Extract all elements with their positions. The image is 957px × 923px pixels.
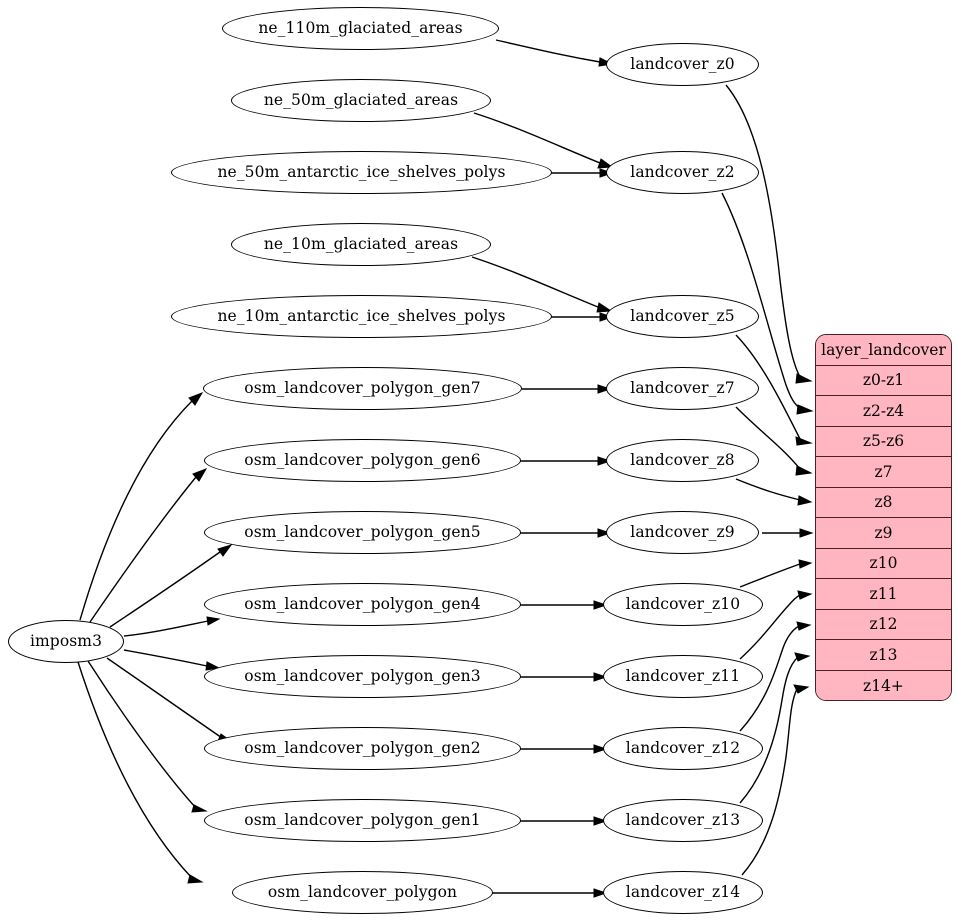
node-label: osm_landcover_polygon_gen1 (244, 810, 481, 829)
layer-row-z11[interactable]: z11 (816, 579, 951, 610)
node-ne-50m-antarctic-ice-shelves-polys[interactable]: ne_50m_antarctic_ice_shelves_polys (171, 151, 552, 194)
node-osm-landcover-polygon-gen5[interactable]: osm_landcover_polygon_gen5 (204, 511, 521, 554)
edge-z10-to-row-z10 (739, 559, 813, 588)
node-landcover-z9[interactable]: landcover_z9 (606, 511, 759, 554)
node-label: landcover_z7 (630, 378, 735, 397)
edge-imposm3-to-gen5 (109, 544, 233, 628)
node-label: landcover_z13 (625, 810, 741, 829)
node-imposm3-label: imposm3 (29, 631, 103, 650)
layer-row-z14plus[interactable]: z14+ (816, 670, 951, 700)
edge-polygon-to-z14 (492, 888, 608, 898)
node-ne-50m-glaciated-areas[interactable]: ne_50m_glaciated_areas (231, 79, 491, 122)
node-osm-landcover-polygon-gen2[interactable]: osm_landcover_polygon_gen2 (204, 727, 521, 770)
layer-row-z2-z4[interactable]: z2-z4 (816, 396, 951, 427)
node-landcover-z13[interactable]: landcover_z13 (603, 799, 763, 842)
edge-ne10m-ant-to-z5 (551, 312, 614, 322)
layer-row-z0-z1[interactable]: z0-z1 (816, 365, 951, 396)
node-label: ne_10m_glaciated_areas (263, 234, 459, 253)
edge-gen2-to-z12 (520, 744, 608, 754)
node-osm-landcover-polygon[interactable]: osm_landcover_polygon (232, 871, 493, 914)
node-label: landcover_z8 (630, 450, 735, 469)
node-osm-landcover-polygon-gen4[interactable]: osm_landcover_polygon_gen4 (204, 583, 521, 626)
edge-gen4-to-z10 (520, 600, 608, 610)
node-osm-landcover-polygon-gen1[interactable]: osm_landcover_polygon_gen1 (204, 799, 521, 842)
layer-row-z13[interactable]: z13 (816, 640, 951, 671)
edge-ne50m-ant-to-z2 (551, 168, 614, 178)
layer-row-z10[interactable]: z10 (816, 548, 951, 579)
edge-gen3-to-z11 (520, 672, 608, 682)
edge-gen1-to-z13 (520, 816, 608, 826)
edge-gen6-to-z8 (520, 456, 612, 466)
node-label: ne_110m_glaciated_areas (258, 18, 463, 37)
node-label: landcover_z14 (625, 882, 741, 901)
node-landcover-z2[interactable]: landcover_z2 (606, 151, 759, 194)
edge-imposm3-to-gen7 (79, 392, 204, 621)
edge-imposm3-to-polygon (77, 661, 204, 884)
edge-imposm3-to-gen1 (87, 660, 208, 813)
node-landcover-z7[interactable]: landcover_z7 (606, 367, 759, 410)
node-landcover-z0[interactable]: landcover_z0 (606, 43, 759, 86)
edge-z9-to-row-z9 (762, 528, 814, 538)
node-label: ne_50m_glaciated_areas (263, 90, 459, 109)
node-label: landcover_z9 (630, 522, 735, 541)
node-label: landcover_z11 (625, 666, 741, 685)
node-landcover-z10[interactable]: landcover_z10 (603, 583, 763, 626)
node-landcover-z12[interactable]: landcover_z12 (603, 727, 763, 770)
edge-z14-to-row-z14plus (741, 684, 810, 876)
node-label: landcover_z10 (625, 594, 741, 613)
edge-z0-to-row-z0z1 (725, 84, 813, 384)
node-label: osm_landcover_polygon_gen3 (244, 666, 481, 685)
node-label: osm_landcover_polygon_gen7 (244, 378, 481, 397)
node-imposm3[interactable]: imposm3 (8, 620, 124, 663)
node-label: ne_10m_antarctic_ice_shelves_polys (217, 306, 506, 325)
layer-row-z7[interactable]: z7 (816, 457, 951, 488)
node-label: osm_landcover_polygon_gen4 (244, 594, 481, 613)
layer-row-z9[interactable]: z9 (816, 518, 951, 549)
node-ne-110m-glaciated-areas[interactable]: ne_110m_glaciated_areas (222, 7, 499, 50)
layer-row-z12[interactable]: z12 (816, 609, 951, 640)
node-landcover-z5[interactable]: landcover_z5 (606, 295, 759, 338)
edge-imposm3-to-gen3 (123, 649, 221, 671)
edge-imposm3-to-gen6 (89, 468, 208, 623)
node-label: osm_landcover_polygon (267, 882, 458, 901)
node-label: osm_landcover_polygon_gen5 (244, 522, 481, 541)
layer-landcover-title: layer_landcover (816, 335, 951, 366)
node-layer-landcover[interactable]: layer_landcover z0-z1 z2-z4 z5-z6 z7 z8 … (815, 334, 952, 701)
node-label: landcover_z5 (630, 306, 735, 325)
node-label: osm_landcover_polygon_gen6 (244, 450, 481, 469)
node-osm-landcover-polygon-gen6[interactable]: osm_landcover_polygon_gen6 (204, 439, 521, 482)
layer-row-z5-z6[interactable]: z5-z6 (816, 426, 951, 457)
edge-gen7-to-z7 (522, 384, 612, 394)
node-landcover-z11[interactable]: landcover_z11 (603, 655, 763, 698)
node-landcover-z14[interactable]: landcover_z14 (603, 871, 763, 914)
node-label: osm_landcover_polygon_gen2 (244, 738, 481, 757)
node-landcover-z8[interactable]: landcover_z8 (606, 439, 759, 482)
edge-imposm3-to-gen4 (123, 616, 221, 637)
edge-z8-to-row-z8 (735, 478, 813, 506)
node-osm-landcover-polygon-gen7[interactable]: osm_landcover_polygon_gen7 (203, 367, 522, 410)
node-label: landcover_z0 (630, 54, 735, 73)
edge-gen5-to-z9 (520, 528, 612, 538)
node-ne-10m-antarctic-ice-shelves-polys[interactable]: ne_10m_antarctic_ice_shelves_polys (171, 295, 552, 338)
node-label: landcover_z12 (625, 738, 741, 757)
edge-ne110m-to-z0 (495, 39, 614, 67)
node-label: ne_50m_antarctic_ice_shelves_polys (217, 162, 506, 181)
node-ne-10m-glaciated-areas[interactable]: ne_10m_glaciated_areas (231, 223, 491, 266)
node-osm-landcover-polygon-gen3[interactable]: osm_landcover_polygon_gen3 (204, 655, 521, 698)
layer-row-z8[interactable]: z8 (816, 487, 951, 518)
node-label: landcover_z2 (630, 162, 735, 181)
